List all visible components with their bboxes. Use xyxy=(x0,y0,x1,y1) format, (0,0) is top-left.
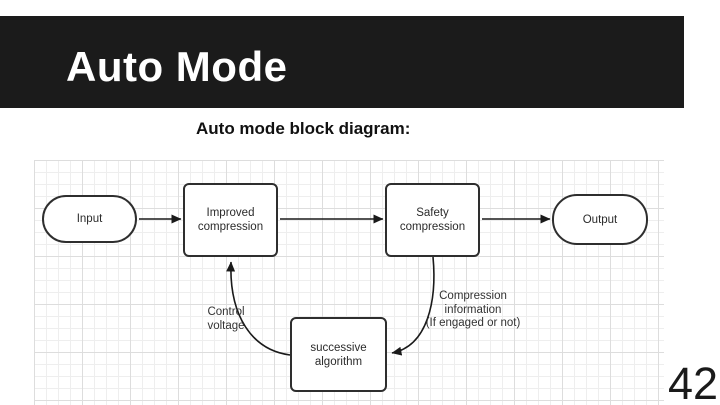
node-safety-compression: Safety compression xyxy=(385,183,480,257)
slide-title: Auto Mode xyxy=(66,43,288,90)
node-successive-algorithm-label-line2: algorithm xyxy=(314,355,363,368)
node-input: Input xyxy=(42,195,137,243)
node-safety-compression-label-line1: Safety xyxy=(416,207,449,219)
node-improved-compression: Improved compression xyxy=(183,183,278,257)
node-output: Output xyxy=(552,194,648,245)
edge-label-compression-information-line1: Compression xyxy=(439,290,507,302)
node-input-label: Input xyxy=(76,213,103,225)
edge-label-compression-information-line3: (If engaged or not) xyxy=(425,317,521,329)
node-output-label: Output xyxy=(582,213,618,226)
edge-label-compression-information-line2: information xyxy=(444,303,502,316)
node-successive-algorithm: successive algorithm xyxy=(290,317,387,392)
node-improved-compression-label-line1: Improved xyxy=(206,207,255,219)
node-successive-algorithm-label-line1: successive xyxy=(310,341,367,354)
title-bar xyxy=(0,16,684,108)
page-number: 42 xyxy=(668,358,719,405)
node-improved-compression-label-line2: compression xyxy=(197,221,264,233)
edge-label-control-voltage-line1: Control xyxy=(207,306,245,318)
node-safety-compression-label-line2: compression xyxy=(399,221,466,233)
edge-label-control-voltage: Control voltage xyxy=(200,306,252,333)
edge-label-control-voltage-line2: voltage xyxy=(207,319,245,332)
slide-subtitle: Auto mode block diagram: xyxy=(196,119,411,138)
edge-label-compression-information: Compression information (If engaged or n… xyxy=(412,290,534,331)
